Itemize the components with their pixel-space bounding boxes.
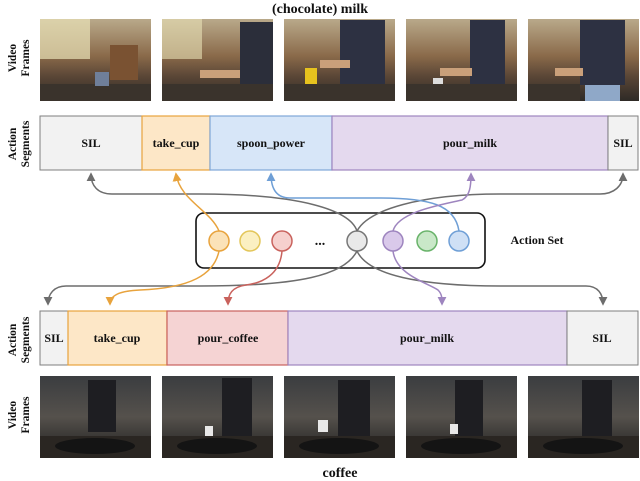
top-seg-label-spoon-power: spoon_power (237, 136, 306, 150)
bottom-seg-label-take-cup: take_cup (94, 331, 141, 345)
svg-text:Segments: Segments (20, 120, 32, 167)
bottom-frame-4 (406, 376, 517, 458)
arrow-top-spoon-power (266, 172, 460, 232)
bottom-action-segments: SIL take_cup pour_coffee pour_milk SIL (39, 310, 639, 366)
bottom-seg-pour-milk (287, 310, 568, 366)
svg-text:Segments: Segments (20, 316, 32, 363)
top-seg-label-pour-milk: pour_milk (443, 136, 497, 150)
arrow-bottom-sil-end (356, 250, 608, 306)
bottom-seg-take-cup (67, 310, 168, 366)
action-set: ... Action Set (195, 212, 564, 269)
top-video-frames (40, 19, 639, 101)
top-frame-5 (528, 19, 639, 101)
svg-text:Frames: Frames (20, 39, 32, 77)
top-seg-label-sil-end: SIL (613, 136, 632, 150)
bottom-frame-5 (528, 376, 639, 458)
bottom-seg-label-sil-end: SIL (592, 331, 611, 345)
bottom-frame-2 (162, 376, 273, 458)
top-frame-4 (406, 19, 517, 101)
top-frame-2 (162, 19, 273, 101)
svg-text:Video: Video (7, 401, 19, 430)
arrow-top-sil-start (86, 172, 358, 232)
action-set-label: Action Set (511, 233, 564, 247)
top-segments-label: Action Segments (7, 120, 32, 167)
top-seg-sil-start (39, 115, 143, 171)
action-circle-orange (208, 230, 230, 252)
action-circle-blue (448, 230, 470, 252)
action-ellipsis: ... (315, 234, 326, 249)
top-frame-3 (284, 19, 395, 101)
top-title: (chocolate) milk (272, 2, 368, 17)
action-circle-red (271, 230, 293, 252)
bottom-frame-1 (40, 376, 151, 458)
action-circle-green (416, 230, 438, 252)
top-frame-1 (40, 19, 151, 101)
top-seg-label-take-cup: take_cup (153, 136, 200, 150)
arrow-bottom-take-cup (105, 250, 220, 306)
top-action-segments: SIL take_cup spoon_power pour_milk SIL (39, 115, 639, 171)
arrow-bottom-sil-start (43, 250, 358, 306)
top-seg-sil-end (607, 115, 639, 171)
top-seg-label-sil-start: SIL (81, 136, 100, 150)
arrows-to-top (86, 172, 628, 232)
arrow-bottom-pour-milk (392, 250, 447, 306)
bottom-title: coffee (323, 466, 358, 481)
action-circle-gray (346, 230, 368, 252)
svg-text:Action: Action (7, 127, 19, 160)
top-frames-label: Video Frames (7, 39, 32, 77)
bottom-frames-label: Video Frames (7, 396, 32, 434)
top-seg-take-cup (141, 115, 211, 171)
bottom-seg-label-sil-start: SIL (44, 331, 63, 345)
svg-text:Video: Video (7, 44, 19, 73)
action-circle-purple (382, 230, 404, 252)
action-set-box (195, 212, 486, 269)
top-seg-pour-milk (331, 115, 609, 171)
svg-text:Frames: Frames (20, 396, 32, 434)
bottom-seg-pour-coffee (166, 310, 289, 366)
arrow-bottom-pour-coffee (223, 250, 283, 306)
top-seg-spoon-power (209, 115, 333, 171)
action-circle-yellow (239, 230, 261, 252)
svg-text:Action: Action (7, 323, 19, 356)
bottom-seg-label-pour-milk: pour_milk (400, 331, 454, 345)
bottom-seg-label-pour-coffee: pour_coffee (198, 331, 259, 345)
arrows-to-bottom (43, 250, 608, 306)
bottom-frame-3 (284, 376, 395, 458)
bottom-video-frames (40, 376, 639, 458)
bottom-seg-sil-end (566, 310, 639, 366)
arrow-top-sil-end (356, 172, 628, 232)
arrow-top-take-cup (172, 172, 220, 232)
arrow-top-pour-milk (392, 172, 476, 232)
bottom-segments-label: Action Segments (7, 316, 32, 363)
